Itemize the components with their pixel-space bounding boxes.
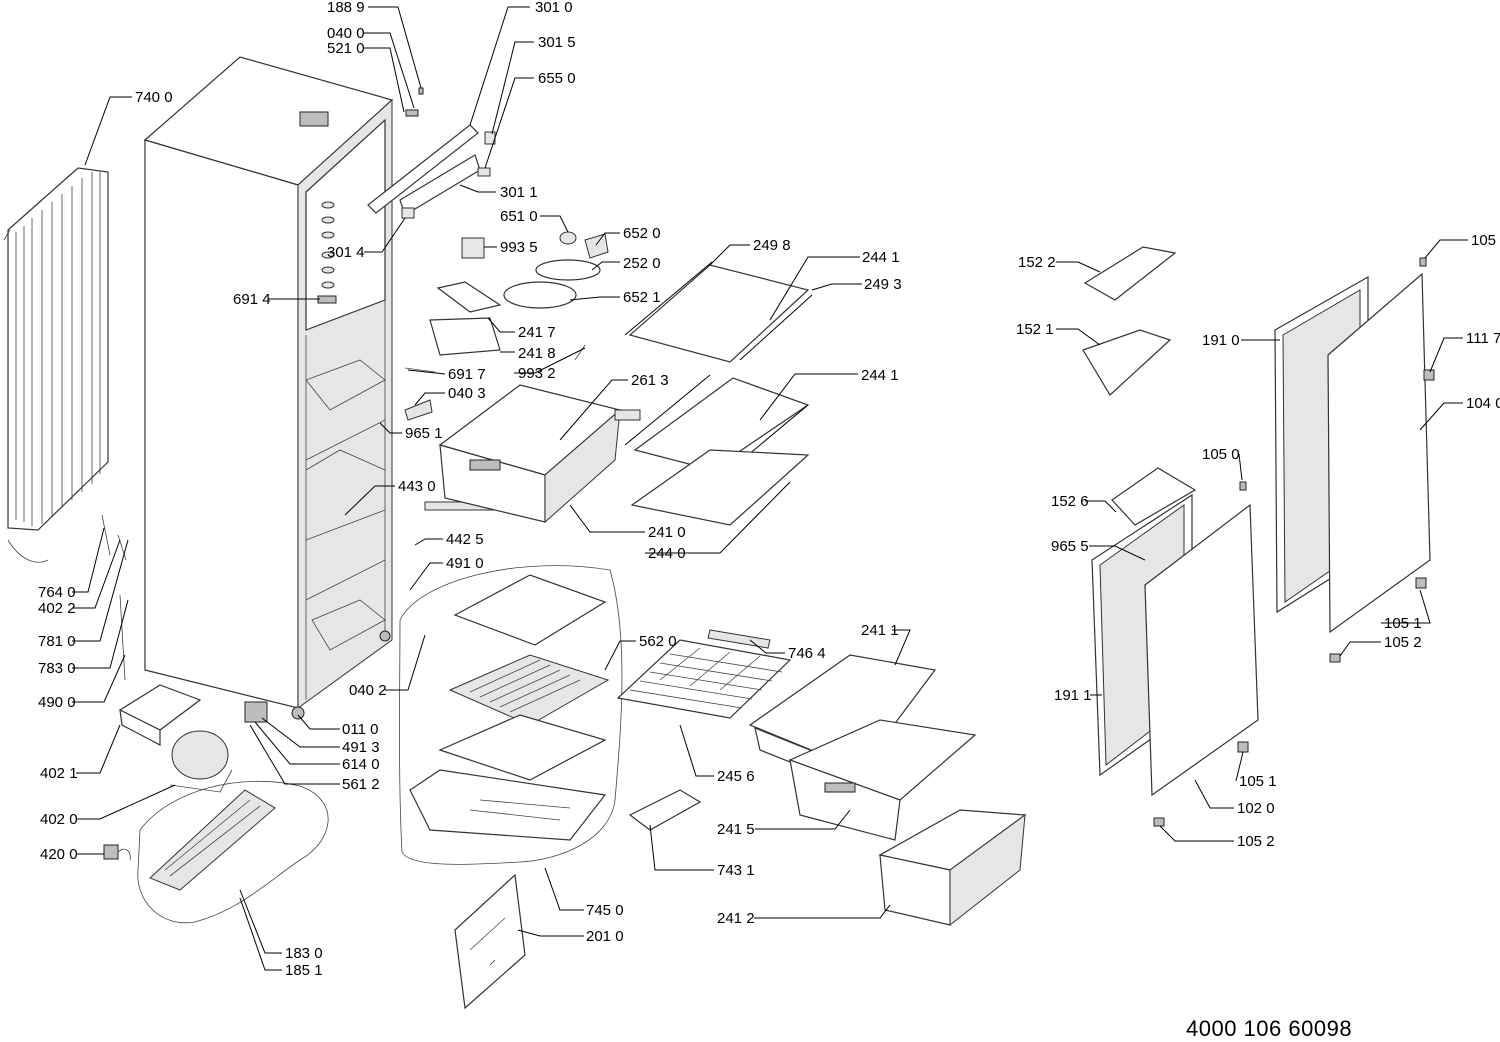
compressor-assembly: [101, 514, 268, 861]
callout-241-2: 241 2: [717, 910, 755, 927]
callout-241-7: 241 7: [518, 324, 556, 341]
glass-shelves: [424, 261, 813, 526]
callout-104-0: 104 0: [1466, 395, 1500, 412]
air-duct: [628, 789, 702, 831]
callout-301-4: 301 4: [327, 244, 365, 261]
callout-491-3: 491 3: [342, 739, 380, 756]
crisper-drawer: [438, 384, 641, 524]
callout-188-9: 188 9: [327, 0, 365, 16]
condenser-coil: [3, 167, 109, 563]
document-number: 4000 106 60098: [1186, 1016, 1353, 1041]
callout-241-1: 241 1: [861, 622, 899, 639]
callout-011-0: 011 0: [342, 721, 378, 738]
callout-245-6: 245 6: [717, 768, 755, 785]
callout-993-2: 993 2: [518, 365, 556, 382]
callout-743-1: 743 1: [717, 862, 755, 879]
callout-402-0: 402 0: [40, 811, 78, 828]
callout-993-5: 993 5: [500, 239, 538, 256]
callout-040-2: 040 2: [349, 682, 387, 699]
callout-614-0: 614 0: [342, 756, 380, 773]
base-plate: [137, 780, 329, 924]
callout-249-8: 249 8: [753, 237, 791, 254]
callout-691-4: 691 4: [233, 291, 271, 308]
callout-105-0: 105 0: [1471, 232, 1500, 249]
callout-652-0: 652 0: [623, 225, 661, 242]
callout-521-0: 521 0: [327, 40, 365, 57]
lamp-assembly: [461, 231, 609, 309]
callout-244-0: 244 0: [648, 545, 686, 562]
refrigerator-cabinet: [143, 56, 394, 720]
doors: [1091, 257, 1435, 827]
callout-691-7: 691 7: [448, 366, 486, 383]
callout-105-1: 105 1: [1384, 615, 1422, 632]
callout-111-7: 111 7: [1466, 330, 1500, 347]
callout-102-0: 102 0: [1237, 800, 1275, 817]
callout-746-4: 746 4: [788, 645, 826, 662]
callout-301-0: 301 0: [535, 0, 573, 16]
callout-105-2: 105 2: [1384, 634, 1422, 651]
callout-241-0: 241 0: [648, 524, 686, 541]
callout-249-3: 249 3: [864, 276, 902, 293]
callout-655-0: 655 0: [538, 70, 576, 87]
rear-cover-panel: [454, 873, 526, 1010]
callout-965-1: 965 1: [405, 425, 443, 442]
callout-764-0: 764 0: [38, 584, 76, 601]
callout-191-1: 191 1: [1054, 687, 1092, 704]
freezer-drawers: [748, 654, 1027, 927]
callout-040-0: 040 0: [327, 25, 365, 42]
callout-labels: 188 9 040 0 521 0 301 0 301 5 655 0 740 …: [38, 0, 1500, 979]
evaporator-assembly: [399, 565, 623, 865]
callout-152-6: 152 6: [1051, 493, 1089, 510]
callout-244-1: 244 1: [862, 249, 900, 266]
callout-442-5: 442 5: [446, 531, 484, 548]
callout-651-0: 651 0: [500, 208, 538, 225]
callout-781-0: 781 0: [38, 633, 76, 650]
callout-185-1: 185 1: [285, 962, 323, 979]
callout-252-0: 252 0: [623, 255, 661, 272]
callout-152-2: 152 2: [1018, 254, 1056, 271]
callout-301-5: 301 5: [538, 34, 576, 51]
callout-561-2: 561 2: [342, 776, 380, 793]
cabinet-vents: [321, 201, 335, 289]
leader-lines: [72, 6, 1468, 971]
callout-443-0: 443 0: [398, 478, 436, 495]
callout-490-0: 490 0: [38, 694, 76, 711]
callout-491-0: 491 0: [446, 555, 484, 572]
callout-183-0: 183 0: [285, 945, 323, 962]
callout-402-1: 402 1: [40, 765, 78, 782]
callout-105-0-b: 105 0: [1202, 446, 1240, 463]
callout-745-0: 745 0: [586, 902, 624, 919]
callout-261-3: 261 3: [631, 372, 669, 389]
callout-562-0: 562 0: [639, 633, 677, 650]
callout-105-1-b: 105 1: [1239, 773, 1277, 790]
control-panel: [367, 87, 496, 219]
callout-105-2-b: 105 2: [1237, 833, 1275, 850]
callout-241-5: 241 5: [717, 821, 755, 838]
callout-965-5: 965 5: [1051, 538, 1089, 555]
callout-201-0: 201 0: [586, 928, 624, 945]
callout-652-1: 652 1: [623, 289, 661, 306]
callout-040-3: 040 3: [448, 385, 486, 402]
callout-740-0: 740 0: [135, 89, 173, 106]
callout-783-0: 783 0: [38, 660, 76, 677]
door-racks: [1082, 246, 1197, 526]
wire-shelf: [616, 629, 792, 719]
callout-241-8: 241 8: [518, 345, 556, 362]
callout-420-0: 420 0: [40, 846, 78, 863]
callout-301-1: 301 1: [500, 184, 538, 201]
callout-244-1-b: 244 1: [861, 367, 899, 384]
callout-402-2: 402 2: [38, 600, 76, 617]
shelf-brackets: [404, 281, 586, 421]
callout-152-1: 152 1: [1016, 321, 1054, 338]
callout-191-0: 191 0: [1202, 332, 1240, 349]
